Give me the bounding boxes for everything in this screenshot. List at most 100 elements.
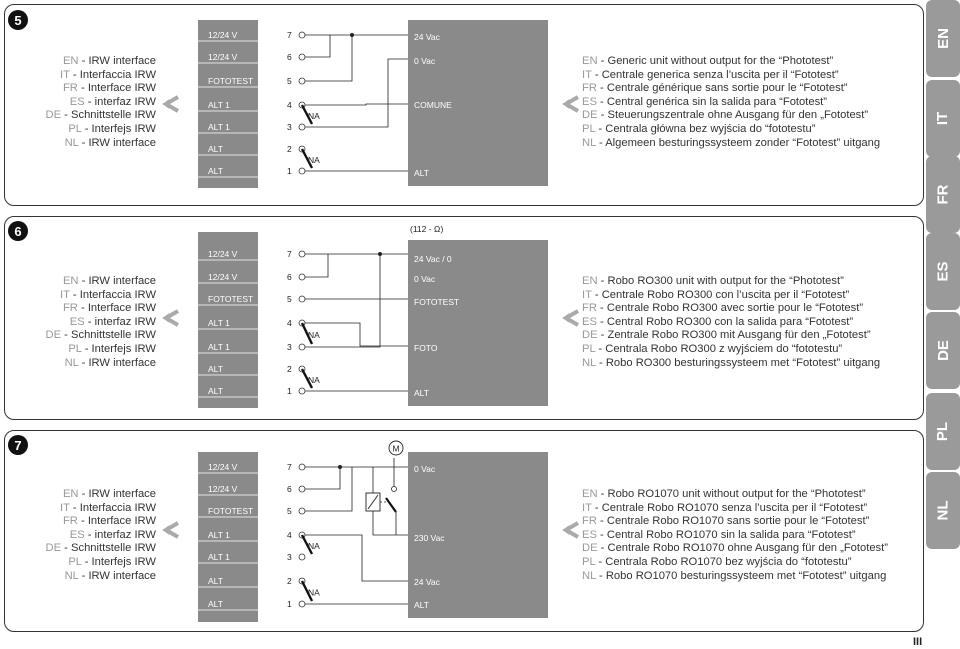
- terminal-label: 12/24 V: [208, 462, 238, 472]
- language-tab-de[interactable]: DE: [926, 312, 960, 389]
- na-label: NA: [308, 330, 320, 340]
- terminal-number: 6: [287, 484, 292, 494]
- panel-number-badge: 5: [8, 10, 28, 30]
- terminal-circle: [298, 463, 306, 471]
- language-tab-es[interactable]: ES: [926, 233, 960, 310]
- terminal-number: 1: [287, 386, 292, 396]
- terminal-number: 4: [287, 530, 292, 540]
- terminal-label: ALT: [208, 144, 223, 154]
- na-label: NA: [308, 541, 320, 551]
- terminal-number: 6: [287, 272, 292, 282]
- terminal-number: 2: [287, 364, 292, 374]
- wire: [372, 511, 408, 536]
- wire: [305, 467, 353, 512]
- unit-terminal-label: ALT: [414, 388, 429, 398]
- terminal-circle: [298, 600, 306, 608]
- terminal-label: FOTOTEST: [208, 76, 253, 86]
- wire: [305, 58, 408, 128]
- unit-terminal-label: FOTO: [414, 343, 438, 353]
- interface-arrow: [162, 521, 180, 539]
- terminal-label: ALT: [208, 576, 223, 586]
- relay-contact: [385, 497, 397, 513]
- language-sidebar: EN IT FR ES DE PL NL: [926, 0, 960, 649]
- terminal-number: 4: [287, 100, 292, 110]
- terminal-circle: [298, 553, 306, 561]
- unit-terminal-label: ALT: [414, 168, 429, 178]
- na-label: NA: [308, 588, 320, 598]
- language-tab-en[interactable]: EN: [926, 0, 960, 77]
- terminal-circle: [298, 167, 306, 175]
- terminal-label: ALT 1: [208, 530, 230, 540]
- language-tab-it[interactable]: IT: [926, 80, 960, 157]
- wire: [305, 254, 381, 348]
- page-number: III: [913, 636, 923, 648]
- terminal-circle: [298, 273, 306, 281]
- terminal-label: 12/24 V: [208, 30, 238, 40]
- terminal-label: ALT: [208, 599, 223, 609]
- terminal-number: 7: [287, 249, 292, 259]
- terminal-label: 12/24 V: [208, 272, 238, 282]
- unit-arrow: [562, 95, 580, 113]
- unit-terminal-label: 24 Vac / 0: [414, 254, 452, 264]
- terminal-label: ALT 1: [208, 318, 230, 328]
- unit-terminal-label: 24 Vac: [414, 32, 441, 42]
- control-unit-box: [408, 20, 548, 186]
- wire: [305, 254, 329, 278]
- terminal-circle: [298, 77, 306, 85]
- terminal-number: 5: [287, 76, 292, 86]
- terminal-label: 12/24 V: [208, 249, 238, 259]
- language-tab-nl[interactable]: NL: [926, 472, 960, 549]
- unit-description-list: EN - Robo RO1070 unit without output for…: [582, 488, 888, 582]
- terminal-block: [198, 452, 258, 622]
- terminal-number: 7: [287, 30, 292, 40]
- relay-coil-diagonal: [367, 494, 379, 510]
- terminal-circle: [298, 31, 306, 39]
- terminal-circle: [298, 123, 306, 131]
- wire: [305, 534, 408, 582]
- terminal-circle: [298, 295, 306, 303]
- language-tab-fr[interactable]: FR: [926, 156, 960, 233]
- wire: [305, 103, 408, 106]
- terminal-number: 4: [287, 318, 292, 328]
- interface-label-list: EN - IRW interface IT - Interfaccia IRW …: [45, 55, 156, 149]
- terminal-circle: [298, 387, 306, 395]
- terminal-circle: [298, 343, 306, 351]
- terminal-label: FOTOTEST: [208, 294, 253, 304]
- terminal-label: ALT 1: [208, 100, 230, 110]
- wire-junction: [350, 33, 354, 37]
- interface-arrow: [162, 309, 180, 327]
- wire: [305, 35, 353, 82]
- language-tab-pl[interactable]: PL: [926, 393, 960, 470]
- terminal-circle: [298, 507, 306, 515]
- terminal-number: 5: [287, 294, 292, 304]
- unit-terminal-label: 0 Vac: [414, 56, 436, 66]
- terminal-label: ALT 1: [208, 122, 230, 132]
- unit-arrow: [562, 309, 580, 327]
- relay-contact: [300, 322, 314, 345]
- interface-label-list: EN - IRW interface IT - Interfaccia IRW …: [45, 275, 156, 369]
- relay-contact: [300, 104, 314, 125]
- terminal-label: 12/24 V: [208, 52, 238, 62]
- relay-contact: [300, 148, 314, 169]
- terminal-circle: [298, 53, 306, 61]
- interface-arrow: [162, 95, 180, 113]
- unit-arrow: [562, 521, 580, 539]
- unit-terminal-label: 0 Vac: [414, 274, 436, 284]
- terminal-label: FOTOTEST: [208, 506, 253, 516]
- motor-symbol: [388, 440, 404, 456]
- na-label: NA: [308, 155, 320, 165]
- relay-contact: [300, 580, 314, 602]
- unit-terminal-label: 230 Vac: [414, 533, 445, 543]
- na-label: NA: [308, 375, 320, 385]
- terminal-number: 2: [287, 576, 292, 586]
- unit-terminal-label: FOTOTEST: [414, 297, 459, 307]
- terminal-number: 1: [287, 599, 292, 609]
- terminal-label: 12/24 V: [208, 484, 238, 494]
- na-label: NA: [308, 111, 320, 121]
- terminal-number: 6: [287, 52, 292, 62]
- terminal-label: ALT: [208, 364, 223, 374]
- unit-terminal-label: 24 Vac: [414, 577, 441, 587]
- wire-junction: [338, 465, 342, 469]
- wire: [305, 35, 331, 58]
